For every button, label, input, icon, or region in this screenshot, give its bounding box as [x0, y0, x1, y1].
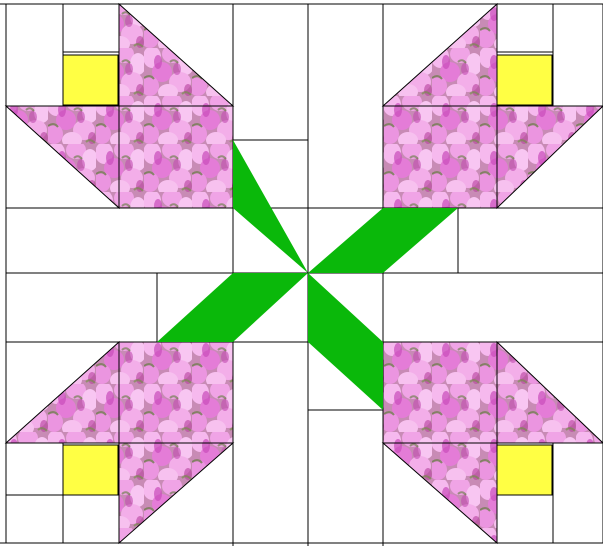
petal-square — [119, 342, 233, 443]
center-square-yellow — [497, 55, 552, 105]
center-square-yellow — [497, 445, 552, 495]
center-square-yellow — [63, 55, 118, 105]
petal-square — [383, 106, 497, 208]
center-square-yellow — [63, 445, 118, 495]
petal-square — [383, 342, 497, 443]
petal-square — [119, 106, 233, 208]
